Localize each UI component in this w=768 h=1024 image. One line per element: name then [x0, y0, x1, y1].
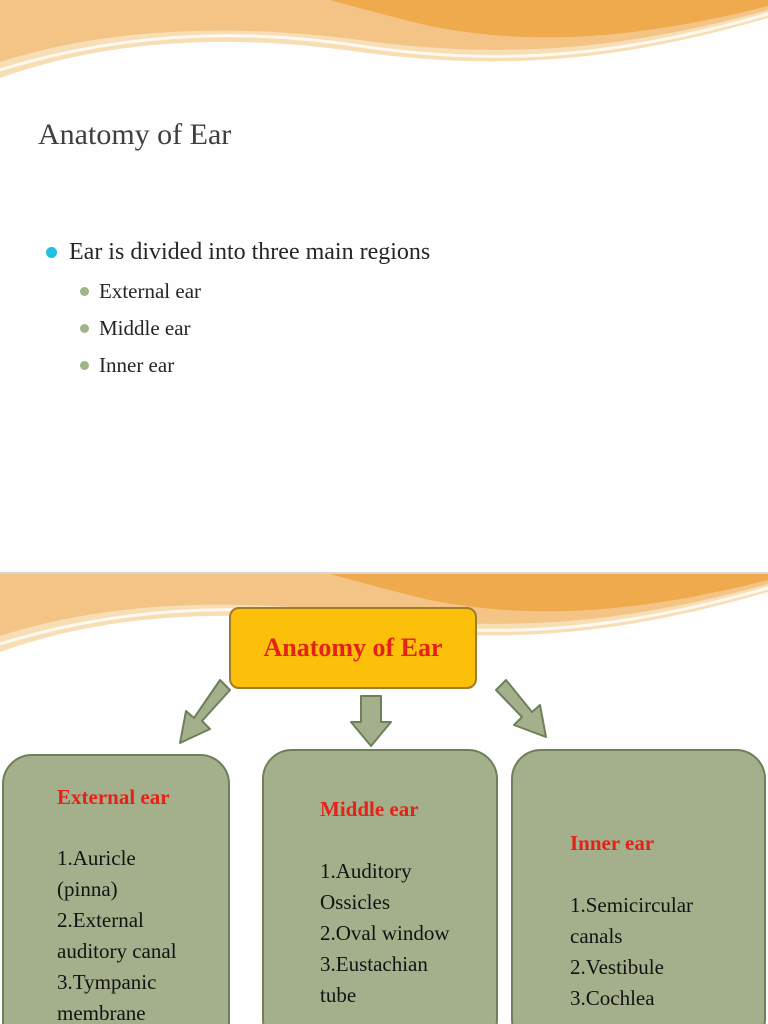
sub-bullet-inner-ear: Inner ear	[80, 353, 174, 378]
external-ear-item: 3.Tympanic	[57, 970, 157, 994]
inner-ear-item: 2.Vestibule	[570, 955, 664, 979]
external-ear-item: (pinna)	[57, 877, 118, 901]
external-ear-item: membrane	[57, 1001, 146, 1024]
sub-bullet-text: Inner ear	[99, 353, 175, 377]
inner-ear-item: canals	[570, 924, 623, 948]
slide-1-title: Anatomy of Ear	[38, 118, 232, 151]
main-bullet: Ear is divided into three main regions	[46, 239, 430, 266]
arrow-down-icon	[350, 695, 392, 747]
inner-ear-title: Inner ear	[570, 831, 655, 855]
sub-bullet-external-ear: External ear	[80, 279, 201, 304]
sub-bullet-text: Middle ear	[99, 316, 191, 340]
middle-ear-item: Ossicles	[320, 890, 390, 914]
sub-bullet-dot-icon	[80, 361, 89, 370]
middle-ear-item: 3.Eustachian	[320, 952, 428, 976]
slide-1-header-swoosh	[0, 0, 768, 78]
arrow-down-right-icon	[495, 679, 547, 738]
arrow-down-left-icon	[179, 679, 231, 744]
inner-ear-item: 1.Semicircular	[570, 893, 694, 917]
external-ear-box	[2, 754, 230, 1024]
sub-bullet-dot-icon	[80, 324, 89, 333]
middle-ear-item: 2.Oval window	[320, 921, 450, 945]
slide-2: Anatomy of Ear External ear 1.Auricle (p…	[0, 574, 768, 1024]
inner-ear-box	[511, 749, 766, 1024]
anatomy-of-ear-box: Anatomy of Ear	[229, 607, 477, 689]
anatomy-of-ear-label: Anatomy of Ear	[263, 633, 443, 662]
external-ear-item: auditory canal	[57, 939, 177, 963]
sub-bullet-middle-ear: Middle ear	[80, 316, 191, 341]
slide-1: Anatomy of Ear Ear is divided into three…	[0, 0, 768, 378]
external-ear-item: 2.External	[57, 908, 144, 932]
sub-bullet-text: External ear	[99, 279, 202, 303]
middle-ear-item: tube	[320, 983, 357, 1007]
middle-ear-box	[262, 749, 498, 1024]
external-ear-title: External ear	[57, 785, 170, 809]
middle-ear-title: Middle ear	[320, 797, 419, 821]
middle-ear-item: 1.Auditory	[320, 859, 412, 883]
main-bullet-text: Ear is divided into three main regions	[69, 239, 431, 265]
inner-ear-item: 3.Cochlea	[570, 986, 655, 1010]
slide-divider	[0, 572, 768, 574]
external-ear-item: 1.Auricle	[57, 846, 136, 870]
bullet-dot-icon	[46, 247, 57, 258]
sub-bullet-dot-icon	[80, 287, 89, 296]
